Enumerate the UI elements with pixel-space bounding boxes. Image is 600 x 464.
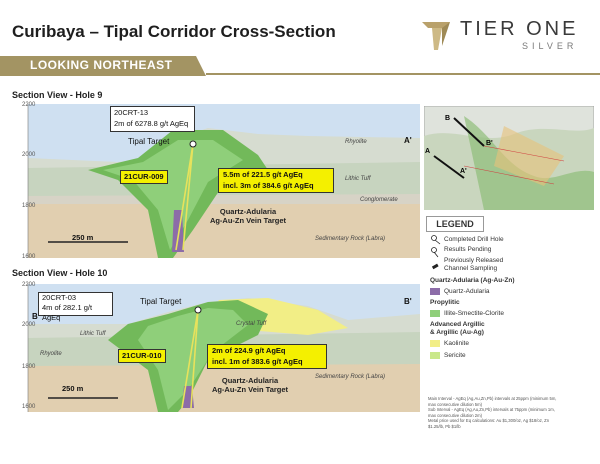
legend-group-adv2: & Argillic (Au-Ag) [430,329,484,336]
legend-item-completed: Completed Drill Hole [444,236,504,243]
section2-callout-box: 20CRT-03 4m of 282.1 g/t AgEq [38,292,113,322]
legend-swatch-qa-label: Quartz-Adularia [444,288,490,295]
legend-group-prop: Propylitic [430,299,460,306]
section1-callout-hole: 20CRT-13 [114,108,149,117]
section1-callout-interval: 2m of 6278.8 g/t AgEq [114,119,189,128]
section2-hole-label: 21CUR-010 [118,349,166,363]
note-2: Sub Interval - AgEq (Ag,Au,Zn,Pb) interv… [428,407,555,413]
section2-vein2: Ag-Au-Zn Vein Target [211,385,289,394]
section1-lithic: Lithic Tuff [345,176,371,182]
section1-hole-label: 21CUR-009 [120,170,168,184]
section2-lithic: Lithic Tuff [80,331,106,337]
brand-sub: SILVER [522,41,578,51]
section1-title: Section View - Hole 9 [12,90,103,100]
map-label-b-prime: B' [486,140,493,147]
section2-result-box: 2m of 224.9 g/t AgEq incl. 1m of 383.6 g… [207,344,327,369]
section2-end-label: B' [404,297,412,306]
section1-scale: 250 m [72,233,94,242]
section2-crystal: Crystal Tuff [236,321,267,327]
map-label-a-prime: A' [460,168,467,175]
section2-scale: 250 m [62,384,84,393]
section2-title: Section View - Hole 10 [12,268,108,278]
section2-result1: 2m of 224.9 g/t AgEq [212,346,286,355]
legend-icons [431,235,441,270]
legend-item-pending: Results Pending [444,246,492,253]
section1-vein1: Quartz-Adularia [219,207,277,216]
legend-swatch-kaol [430,340,440,347]
completed-hole-icon [431,235,437,241]
map-label-b: B [445,115,451,122]
section1-elev-1800: 1800 [22,203,36,209]
section2-elev-1800: 1800 [22,364,36,370]
legend-title: LEGEND [426,216,484,232]
legend-swatch-ser-label: Sericite [444,352,466,359]
note-4: Metal price used for Eq calculations: Au… [428,418,550,424]
section1-elev-2000: 2000 [22,152,36,158]
legend-swatch-prop [430,310,440,317]
brand-name: TIER ONE [460,18,579,40]
section2-callout-interval: 4m of 282.1 g/t AgEq [42,303,93,322]
section2-elev-2200: 2200 [22,282,36,288]
banner-bar [0,56,600,76]
section1-rhyolite: Rhyolite [345,139,367,145]
brand-mark-icon [422,22,450,50]
section2-vein-label: Quartz-Adularia Ag-Au-Zn Vein Target [200,376,300,394]
section2-result2: incl. 1m of 383.6 g/t AgEq [212,357,303,366]
section2-vein1: Quartz-Adularia [221,376,279,385]
section2-sedimentary: Sedimentary Rock (Labra) [315,374,386,380]
section2-callout-hole: 20CRT-03 [42,293,77,302]
section1-result2: incl. 3m of 384.6 g/t AgEq [223,181,314,190]
legend-item-channel: Channel Sampling [444,265,498,272]
legend-item-previously: Previously Released [444,257,504,264]
legend-swatch-qa [430,288,440,295]
legend-group-qa: Quartz-Adularia (Ag-Au-Zn) [430,277,515,284]
location-map [424,106,594,210]
map-label-a: A [425,148,431,155]
section1-conglomerate: Conglomerate [360,197,398,203]
section1-vein2: Ag-Au-Zn Vein Target [209,216,287,225]
section1-target: Tipal Target [128,137,170,146]
legend-notes: Main Interval - AgEq (Ag,Au,Zn,Pb) inter… [428,396,594,430]
section1-end-label: A' [404,136,412,145]
section1-elev-2200: 2200 [22,102,36,108]
note-5: $1.25/lb, Pb $1/lb [428,423,461,429]
section2-elev-2000: 2000 [22,322,36,328]
legend-swatch-ser [430,352,440,359]
banner-text: LOOKING NORTHEAST [30,58,173,72]
section1-result1: 5.5m of 221.5 g/t AgEq [223,170,303,179]
section1-vein-label: Quartz-Adularia Ag-Au-Zn Vein Target [198,207,298,225]
section1-callout-box: 20CRT-13 2m of 6278.8 g/t AgEq [110,106,195,132]
section2-start-label: B [32,312,38,321]
pending-hole-icon [431,247,437,253]
legend-swatch-kaol-label: Kaolinite [444,340,469,347]
channel-sample-icon [431,263,439,270]
note-0: Main Interval - AgEq (Ag,Au,Zn,Pb) inter… [428,396,557,401]
section1-result-box: 5.5m of 221.5 g/t AgEq incl. 3m of 384.6… [218,168,334,193]
brand-logo: TIER ONE SILVER [420,16,590,52]
legend-group-adv: Advanced Argillic [430,321,485,328]
page-title: Curibaya – Tipal Corridor Cross-Section [12,22,336,41]
legend-swatch-prop-label: Illite-Smectite-Clorite [444,310,504,317]
section2-rhyolite: Rhyolite [40,351,62,357]
section2-elev-1600: 1600 [22,404,36,410]
note-3: max consecutive dilution 2m) [428,412,482,418]
section1-sedimentary: Sedimentary Rock (Labra) [315,236,386,242]
section1-elev-1600: 1600 [22,254,36,260]
note-1: max consecutive dilution 5m) [428,401,482,407]
section2-target: Tipal Target [140,297,182,306]
